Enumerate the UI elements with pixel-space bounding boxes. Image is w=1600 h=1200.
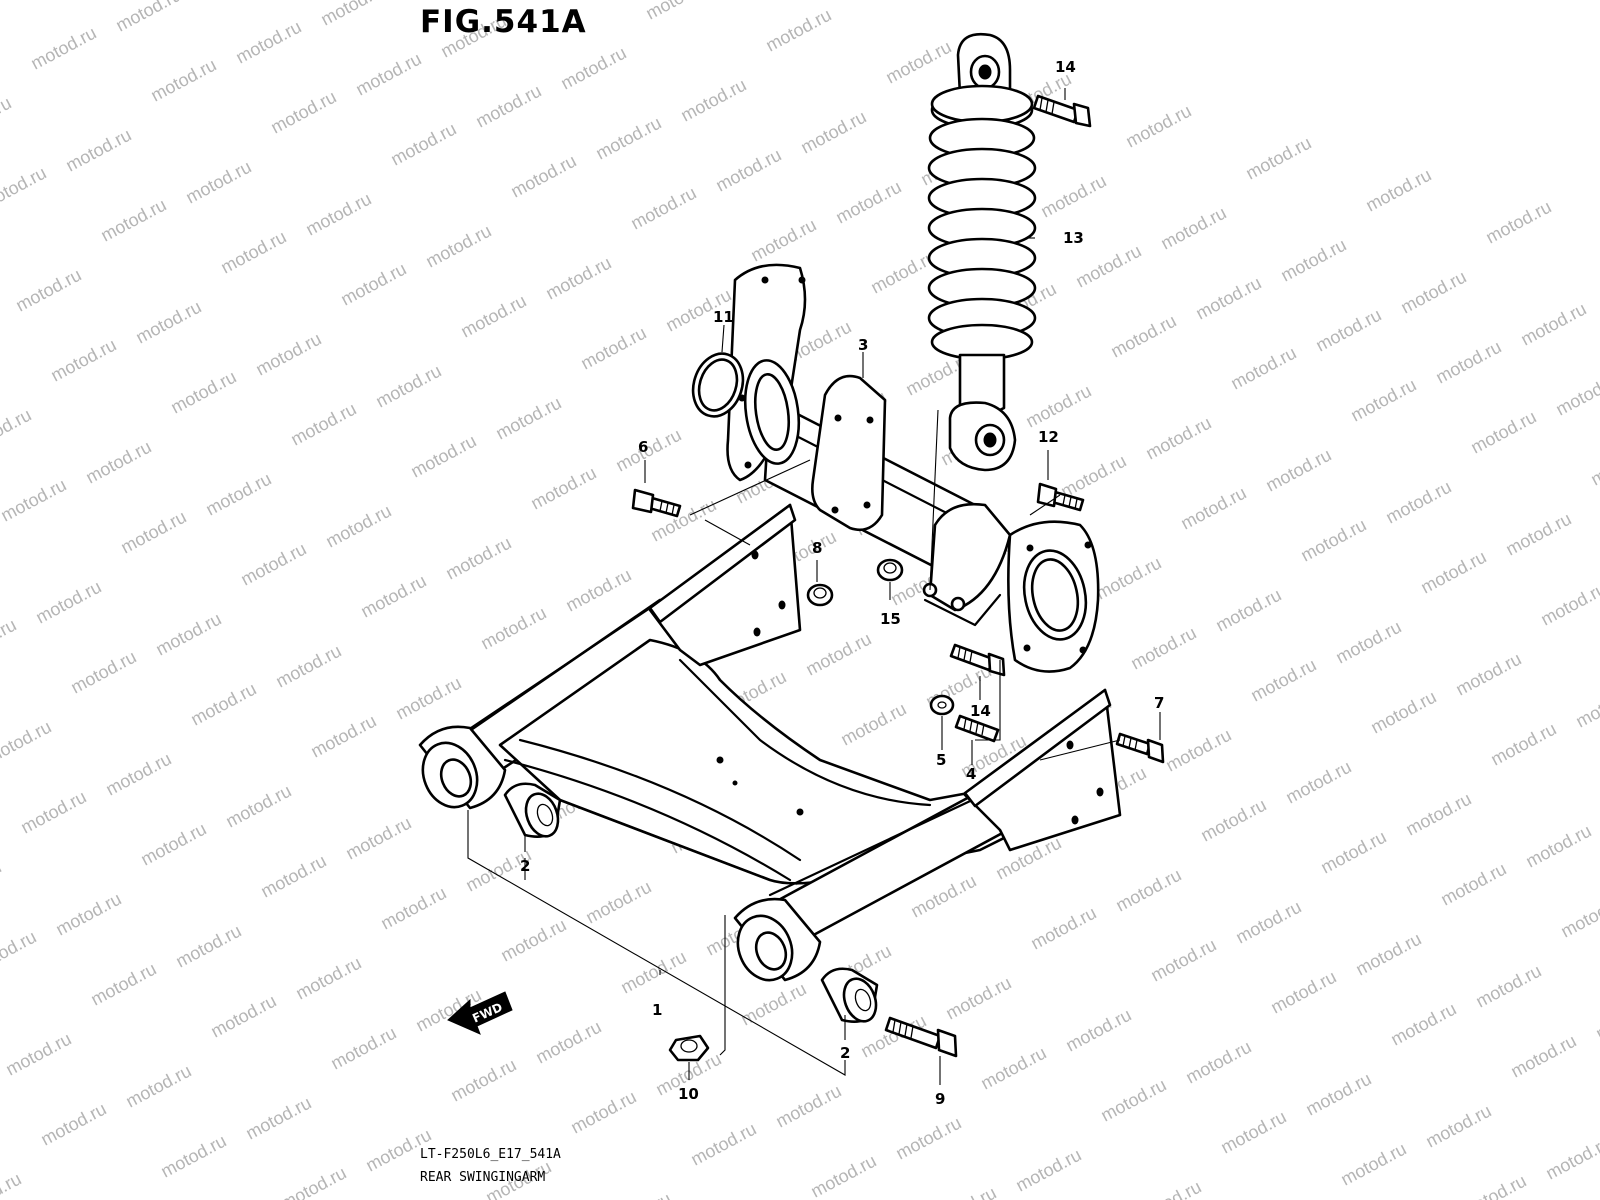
callout-8: 8 <box>812 539 822 557</box>
callout-9: 9 <box>935 1090 945 1108</box>
callout-7: 7 <box>1154 694 1164 712</box>
bolt-9 <box>884 1016 958 1058</box>
bolt-14-top <box>1032 94 1092 128</box>
callout-4: 4 <box>966 765 976 783</box>
section-name: REAR SWINGINGARM <box>420 1170 546 1185</box>
leader-lines <box>467 88 1161 1085</box>
callout-14a: 14 <box>1055 58 1076 76</box>
callout-10: 10 <box>678 1085 699 1103</box>
washer-5 <box>929 694 955 716</box>
callout-5: 5 <box>936 751 946 769</box>
o-ring-11 <box>691 352 745 418</box>
bolt-6 <box>631 488 682 518</box>
callout-14b: 14 <box>970 702 991 720</box>
callout-1: 1 <box>652 1001 662 1019</box>
callout-11: 11 <box>713 308 734 326</box>
model-code: LT-F250L6_E17_541A <box>420 1147 561 1162</box>
bushing-2-right <box>820 967 879 1023</box>
callout-3: 3 <box>858 336 868 354</box>
callout-2a: 2 <box>520 857 530 875</box>
callout-15: 15 <box>880 610 901 628</box>
callout-labels: 1 2 2 3 4 5 6 7 8 9 10 11 12 13 14 14 15 <box>520 58 1164 1108</box>
figure-title: FIG.541A <box>420 4 587 40</box>
callout-13: 13 <box>1063 229 1084 247</box>
swingarm-frame <box>418 503 1122 982</box>
axle-housing <box>726 263 1100 673</box>
bushing-2-left <box>503 782 562 838</box>
bolt-12 <box>1036 482 1085 512</box>
shock-absorber <box>927 32 1037 472</box>
bolt-14-lower <box>949 643 1006 677</box>
nut-15 <box>876 558 904 582</box>
callout-2b: 2 <box>840 1044 850 1062</box>
nut-10 <box>668 1034 710 1062</box>
callout-12: 12 <box>1038 428 1059 446</box>
stud-4 <box>954 714 1000 743</box>
bolt-7 <box>1115 732 1165 764</box>
forward-direction-arrow: FWD <box>447 991 513 1035</box>
callout-6: 6 <box>638 438 648 456</box>
nut-8 <box>806 583 834 607</box>
